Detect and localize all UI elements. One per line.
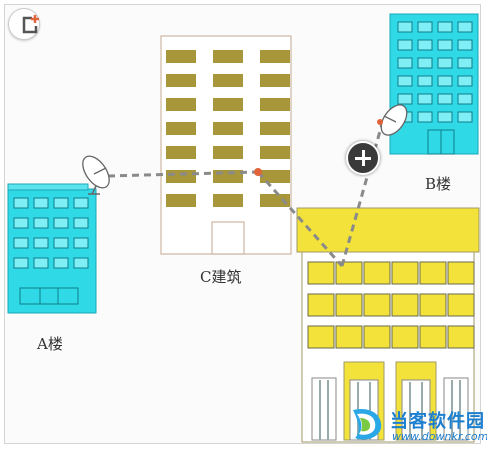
window [437, 57, 453, 69]
window [166, 98, 196, 111]
window [166, 50, 196, 63]
window [363, 325, 391, 349]
corner-button[interactable] [8, 8, 40, 40]
window [73, 237, 89, 249]
building-a-windows [13, 197, 89, 269]
window [53, 257, 69, 269]
window [53, 217, 69, 229]
window [447, 261, 475, 285]
label-building-b: B楼 [425, 175, 452, 193]
window [33, 217, 49, 229]
building-a [7, 183, 97, 314]
window [397, 39, 413, 51]
building-c-door [211, 221, 245, 255]
building-b-windows [397, 21, 473, 123]
window [391, 261, 419, 285]
window [437, 21, 453, 33]
window [13, 197, 29, 209]
window [166, 74, 196, 87]
window [213, 74, 243, 87]
window [213, 146, 243, 159]
window [260, 194, 290, 207]
window [363, 261, 391, 285]
window [391, 293, 419, 317]
window [397, 93, 413, 105]
window [73, 197, 89, 209]
window [457, 111, 473, 123]
window [417, 57, 433, 69]
window [307, 293, 335, 317]
watermark-title: 当客软件园 [390, 411, 485, 432]
window [391, 325, 419, 349]
add-to-collection-icon [22, 15, 39, 34]
window [457, 75, 473, 87]
label-building-a: A楼 [37, 335, 63, 353]
window [166, 122, 196, 135]
satellite-dish-b-icon [377, 104, 408, 136]
window [437, 75, 453, 87]
window [457, 93, 473, 105]
window [53, 197, 69, 209]
window [417, 111, 433, 123]
window [213, 122, 243, 135]
window [260, 98, 290, 111]
zoom-in-button[interactable] [346, 141, 380, 175]
window [397, 75, 413, 87]
satellite-dish-a-icon [82, 155, 110, 195]
relay-point [254, 168, 262, 176]
window [260, 74, 290, 87]
window [13, 237, 29, 249]
window [457, 39, 473, 51]
window [437, 93, 453, 105]
window [260, 50, 290, 63]
building-b [389, 13, 479, 155]
window [397, 21, 413, 33]
window [417, 21, 433, 33]
window [419, 325, 447, 349]
window [13, 257, 29, 269]
window [307, 261, 335, 285]
window [335, 293, 363, 317]
window [417, 93, 433, 105]
window [260, 170, 290, 183]
window [166, 146, 196, 159]
label-building-c: C建筑 [200, 268, 242, 286]
building-yellow [296, 207, 480, 443]
window [363, 293, 391, 317]
window [166, 194, 196, 207]
window [260, 146, 290, 159]
window [419, 261, 447, 285]
window [437, 111, 453, 123]
building-c [160, 35, 292, 255]
window [33, 197, 49, 209]
window [335, 261, 363, 285]
window [437, 39, 453, 51]
window [397, 57, 413, 69]
window [457, 57, 473, 69]
window [417, 39, 433, 51]
window [457, 21, 473, 33]
window [166, 170, 196, 183]
window [260, 122, 290, 135]
window [213, 98, 243, 111]
window [13, 217, 29, 229]
window [33, 257, 49, 269]
window [213, 194, 243, 207]
watermark-logo-icon [353, 408, 382, 440]
watermark-url: www.downkr.com [392, 430, 487, 443]
window [419, 293, 447, 317]
window [53, 237, 69, 249]
building-c-windows [166, 50, 290, 207]
building-yellow-windows [307, 261, 475, 349]
window [447, 293, 475, 317]
window [307, 325, 335, 349]
window [33, 237, 49, 249]
window [73, 257, 89, 269]
window [335, 325, 363, 349]
window [73, 217, 89, 229]
window [447, 325, 475, 349]
window [213, 50, 243, 63]
window [417, 75, 433, 87]
